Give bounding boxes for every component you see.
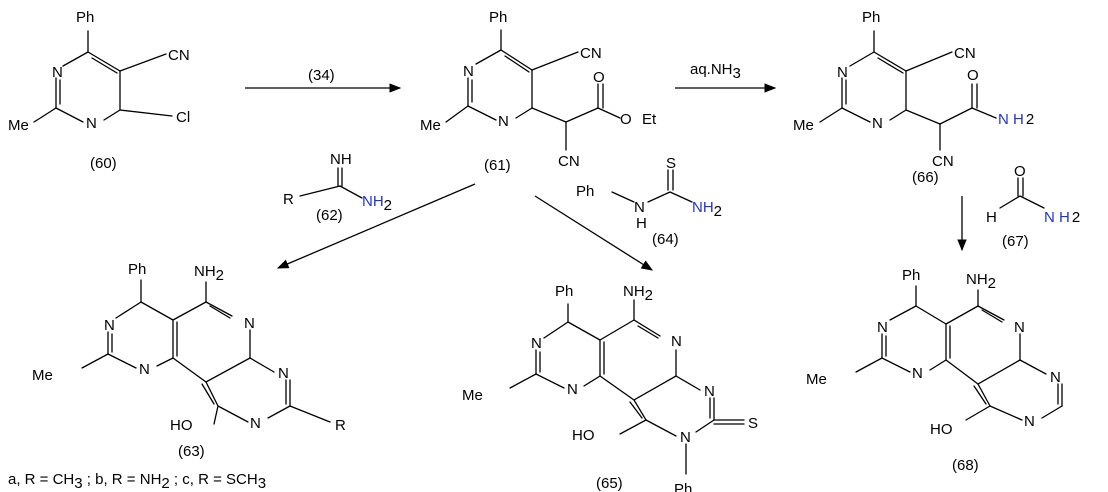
c65-n5: N [680,429,691,446]
compound-62-bonds [299,167,363,199]
c67-h: H [986,209,997,226]
substituent-footnote: a, R = CH3 ; b, R = NH2 ; c, R = SCH3 [8,471,266,492]
c60-cn: CN [168,47,190,64]
c63-ph: Ph [128,261,146,278]
c68-ho: HO [930,421,953,438]
compound-65-bonds [509,299,745,475]
compound-61: Ph N N CN Me O O Et CN (61) [420,9,657,174]
c63-n4: N [278,365,289,382]
arrow-61-to-63 [276,183,476,269]
c61-n1: N [463,63,474,80]
c65-ph-n: Ph [674,481,692,492]
c65-n3: N [671,333,682,350]
c61-et: Et [642,111,657,128]
c65-n2: N [567,381,578,398]
compound-68: Ph NH2 N N N N N Me HO (68) [806,267,1063,474]
c66-me: Me [793,117,814,134]
c63-me: Me [32,367,53,384]
c66-ph: Ph [862,9,880,26]
compound-60: Ph N N CN Me Cl (60) [8,9,190,172]
c60-me: Me [8,117,29,134]
c67-o: O [1014,163,1026,180]
label-65: (65) [596,475,623,492]
c68-n2: N [912,365,923,382]
c68-n3: N [1014,319,1025,336]
compound-66-bonds [819,30,997,151]
c65-s: S [748,415,758,432]
compound-61-bonds [445,29,621,151]
c68-n4: N [1050,369,1061,386]
c63-r: R [335,417,346,434]
c68-me: Me [806,371,827,388]
compound-62: NH R NH2 (62) [283,151,392,224]
c60-cl: Cl [176,109,190,126]
c68-nh2: NH2 [966,271,996,292]
c60-n2: N [86,115,97,132]
c66-cn-bottom: CN [932,153,954,170]
c66-n2: N [872,115,883,132]
c64-s: S [666,155,676,172]
reagent-34: (34) [308,67,335,84]
c65-nh2: NH2 [623,283,653,304]
c64-nh2: NH2 [692,199,722,220]
label-63: (63) [178,443,205,460]
c65-ph: Ph [555,283,573,300]
arrow-61-to-65 [534,195,653,271]
c63-n1: N [104,317,115,334]
compound-65: Ph NH2 N N N N N Me S HO Ph (65) [462,283,758,492]
c61-me: Me [420,117,441,134]
c65-me: Me [462,387,483,404]
c63-n2: N [139,361,150,378]
c63-ho: HO [170,417,193,434]
c64-h: H [636,215,647,232]
c65-n4: N [704,383,715,400]
c62-nh: NH [330,151,352,168]
label-61: (61) [484,157,511,174]
label-68: (68) [952,457,979,474]
c62-r: R [283,191,294,208]
c68-n5: N [1024,413,1035,430]
c60-ph: Ph [76,9,94,26]
compound-63-bonds [81,279,331,425]
label-67: (67) [1002,233,1029,250]
c63-n5: N [250,415,261,432]
c63-nh2: NH2 [194,263,224,284]
label-64: (64) [652,231,679,248]
compound-68-bonds [855,285,1063,421]
compound-60-bonds [33,30,173,123]
c61-cn-bottom: CN [558,153,580,170]
c64-ph: Ph [576,183,594,200]
reagent-ammonia: aq.NH3 [690,61,741,82]
c65-n1: N [531,335,542,352]
c65-ho: HO [572,427,595,444]
compound-64: Ph S N H NH2 (64) [576,155,722,248]
c62-nh2: NH2 [362,193,392,214]
c60-n1: N [52,64,63,81]
c61-o-carbonyl: O [593,69,605,86]
c61-cn-top: CN [580,45,602,62]
c68-ph: Ph [902,267,920,284]
compound-63: Ph NH2 N N N N N Me R HO (63) [32,261,346,460]
c61-ph: Ph [489,9,507,26]
c63-n3: N [244,315,255,332]
compound-67-bonds [999,177,1045,209]
label-66: (66) [912,169,939,186]
c68-n1: N [877,319,888,336]
c64-n: N [634,199,645,216]
label-60: (60) [90,155,117,172]
c66-cn-top: CN [954,45,976,62]
c66-n1: N [837,64,848,81]
c66-o: O [967,67,979,84]
c61-o-ester: O [620,111,632,128]
compound-64-bonds [611,169,693,203]
label-62: (62) [316,207,343,224]
c61-n2: N [498,113,509,130]
